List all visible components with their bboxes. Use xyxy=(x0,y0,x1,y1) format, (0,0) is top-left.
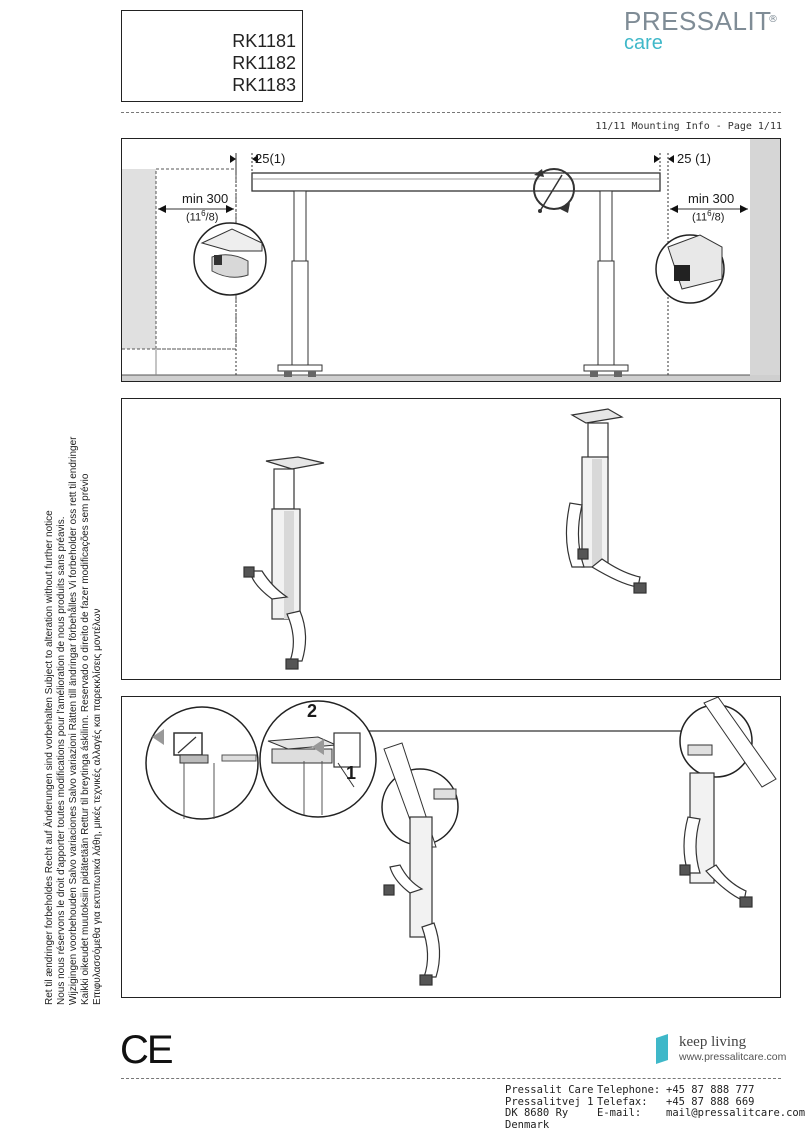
step-label: 1 xyxy=(346,763,357,783)
gap-left-label: 25(1) xyxy=(255,151,286,166)
gap-right-label: 25 (1) xyxy=(677,151,711,166)
company-address: Pressalit Care Pressalitvej 1 DK 8680 Ry… xyxy=(505,1084,594,1131)
min-distance-right-label: min 300 xyxy=(688,191,735,206)
telephone-number: +45 87 888 777 xyxy=(666,1084,755,1096)
model-number: RK1183 xyxy=(232,75,296,95)
page-info: 11/11 Mounting Info - Page 1/11 xyxy=(595,121,782,132)
ce-mark: CE xyxy=(120,1028,174,1072)
diagram-table-clearance: 25(1) 25 (1) min 300 (116/8) min 300 (11… xyxy=(121,138,781,382)
inch-left-label: (116/8) xyxy=(186,209,219,224)
brand-logo: PRESSALIT xyxy=(624,6,772,36)
registered-mark: ® xyxy=(768,14,778,25)
step-label: 2 xyxy=(307,701,318,721)
brand-logo-sub: care xyxy=(624,32,663,54)
divider xyxy=(121,112,781,113)
contact-labels: Telephone: Telefax: E-mail: xyxy=(597,1084,661,1119)
model-number-box: RK1181 RK1182 RK1183 xyxy=(121,10,303,102)
min-distance-left-label: min 300 xyxy=(182,191,229,206)
model-number: RK1181 xyxy=(232,31,296,51)
keep-living-logo-icon xyxy=(656,1034,668,1064)
slogan: keep living xyxy=(679,1034,747,1050)
inch-right-label: (116/8) xyxy=(692,209,725,224)
model-number: RK1182 xyxy=(232,53,296,73)
contact-values: +45 87 888 777 +45 87 888 669 mail@press… xyxy=(666,1084,806,1120)
email-link[interactable]: mail@pressalitcare.com xyxy=(666,1107,806,1119)
diagram-legs xyxy=(121,398,781,680)
alteration-notice: Ret til ændringer forbeholdes Recht auf … xyxy=(44,436,103,1005)
telefax-number: +45 87 888 669 xyxy=(666,1095,755,1108)
diagram-assembly: 1 2 xyxy=(121,696,781,998)
website-link[interactable]: www.pressalitcare.com xyxy=(679,1051,787,1063)
divider xyxy=(121,1078,781,1079)
